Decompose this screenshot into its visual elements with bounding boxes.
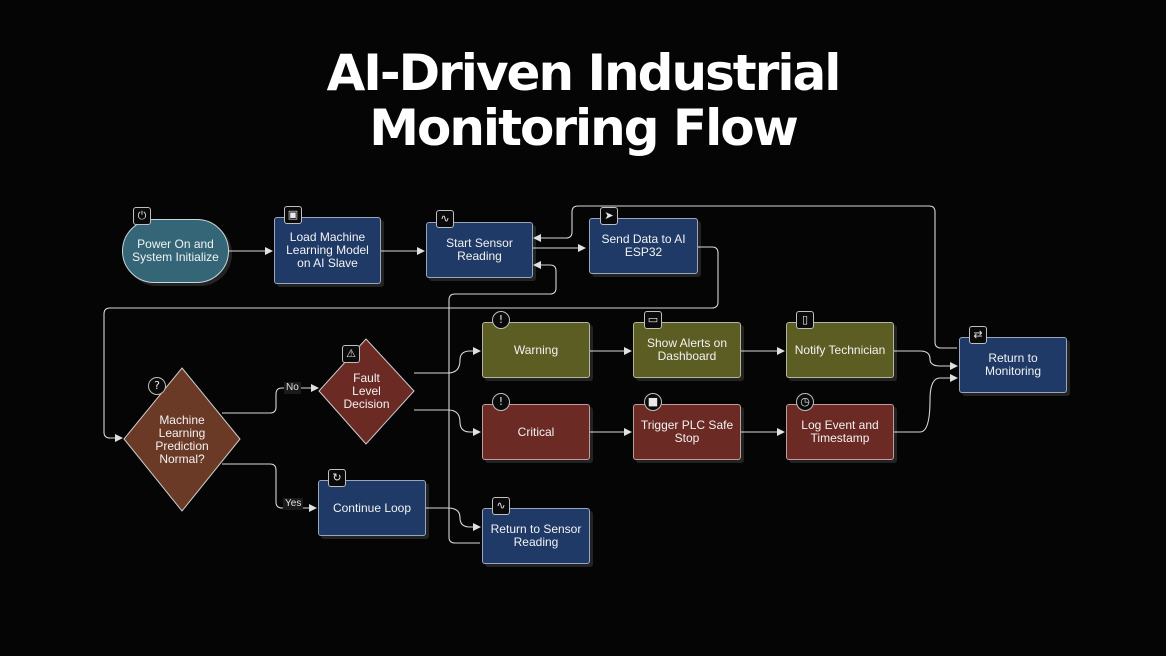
send-data-node[interactable]: Send Data to AI ESP32 <box>589 218 698 274</box>
title-line-1: AI-Driven Industrial <box>326 44 842 102</box>
return-monitoring-label: Return to Monitoring <box>984 351 1042 378</box>
stop-circle-icon: ■ <box>644 393 662 411</box>
prediction-diamond-shape <box>123 367 241 512</box>
cpu-chip-icon: ▣ <box>284 206 302 224</box>
edge-send-to-prediction <box>103 246 719 442</box>
warning-node[interactable]: Warning <box>482 322 590 378</box>
notify-label: Notify Technician <box>794 342 886 357</box>
continue-loop-node[interactable]: Continue Loop <box>318 480 426 536</box>
trigger-plc-node[interactable]: Trigger PLC Safe Stop <box>633 404 741 460</box>
warning-label: Warning <box>513 342 559 357</box>
edge-notify-to-return-monitoring <box>893 350 958 370</box>
repeat-icon: ⇄ <box>969 326 987 344</box>
show-alerts-node[interactable]: Show Alerts on Dashboard <box>633 322 741 378</box>
critical-node[interactable]: Critical <box>482 404 590 460</box>
title-line-2: Monitoring Flow <box>369 99 799 157</box>
edge-fault-to-critical <box>414 409 481 436</box>
clock-icon: ◷ <box>796 393 814 411</box>
continue-loop-label: Continue Loop <box>332 500 412 515</box>
edge-label-yes: Yes <box>283 498 304 510</box>
alert-circle-icon: ! <box>492 311 510 329</box>
edge-return-sensor-to-start <box>448 261 557 544</box>
edge-return-monitoring-to-start <box>533 205 957 349</box>
start-sensor-label: Start Sensor Reading <box>446 236 513 263</box>
prediction-label: Machine Learning Prediction Normal? <box>155 412 209 466</box>
fault-level-decision-node[interactable]: Fault Level Decision <box>317 337 416 446</box>
log-event-label: Log Event and Timestamp <box>801 418 879 445</box>
log-event-node[interactable]: Log Event and Timestamp <box>786 404 894 460</box>
warning-triangle-icon: ⚠ <box>342 345 360 363</box>
help-icon: ? <box>148 377 166 395</box>
edge-prediction-yes <box>222 463 317 512</box>
edge-log-to-return-monitoring <box>893 374 958 433</box>
return-sensor-node[interactable]: Return to Sensor Reading <box>482 508 590 564</box>
send-icon: ➤ <box>600 207 618 225</box>
return-sensor-label: Return to Sensor Reading <box>490 522 582 549</box>
power-icon: ⏻ <box>133 207 151 225</box>
tablet-icon: ▯ <box>796 311 814 329</box>
pulse-icon: ∿ <box>492 497 510 515</box>
edge-fault-to-warning <box>414 347 481 374</box>
fault-level-diamond-shape <box>318 338 415 445</box>
notify-technician-node[interactable]: Notify Technician <box>786 322 894 378</box>
power-on-label: Power On and System Initialize <box>132 237 219 264</box>
send-data-label: Send Data to AI ESP32 <box>601 232 686 259</box>
power-on-node[interactable]: Power On and System Initialize <box>122 219 229 283</box>
monitor-icon: ▭ <box>644 311 662 329</box>
load-model-node[interactable]: Load Machine Learning Model on AI Slave <box>274 217 381 284</box>
diagram-title: AI-Driven Industrial Monitoring Flow <box>0 46 1166 156</box>
critical-label: Critical <box>517 424 555 439</box>
start-sensor-node[interactable]: Start Sensor Reading <box>426 222 533 278</box>
trigger-plc-label: Trigger PLC Safe Stop <box>640 418 734 445</box>
load-model-label: Load Machine Learning Model on AI Slave <box>286 230 369 270</box>
edge-continue-to-return-sensor <box>425 507 481 531</box>
fault-level-label: Fault Level Decision <box>343 371 390 411</box>
prediction-decision-node[interactable]: Machine Learning Prediction Normal? <box>122 366 242 513</box>
refresh-icon: ↻ <box>328 469 346 487</box>
show-alerts-label: Show Alerts on Dashboard <box>646 336 728 363</box>
alert-circle-icon: ! <box>492 393 510 411</box>
return-monitoring-node[interactable]: Return to Monitoring <box>959 337 1067 393</box>
edge-prediction-no <box>222 384 319 414</box>
edge-label-no: No <box>284 382 301 394</box>
pulse-icon: ∿ <box>436 210 454 228</box>
